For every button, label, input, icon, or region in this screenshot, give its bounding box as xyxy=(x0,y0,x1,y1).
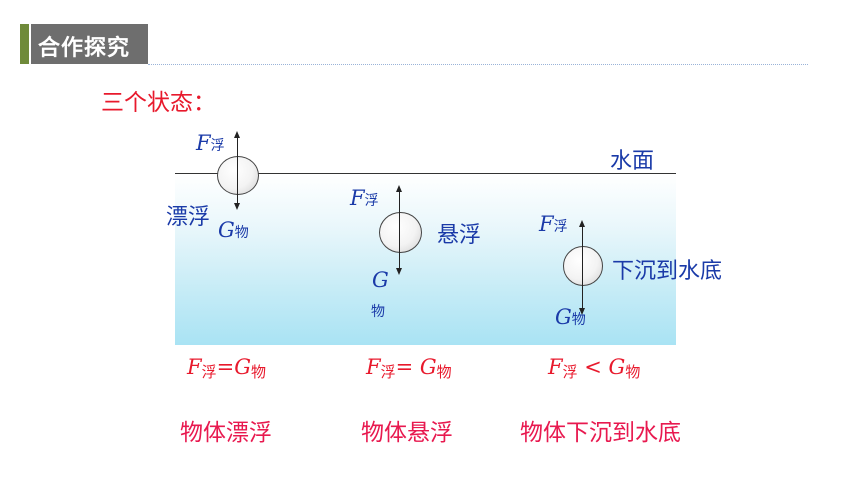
suspended-gravity-sub: 物 xyxy=(371,304,385,320)
suspended-buoyancy-label: F浮 xyxy=(350,186,379,210)
water-surface-label: 水面 xyxy=(610,149,655,174)
sinking-gravity-label: G物 xyxy=(555,305,586,329)
suspended-force-line xyxy=(399,192,400,270)
header-tab xyxy=(31,24,148,64)
suspended-gravity-arrow xyxy=(396,268,402,275)
sinking-caption: 物体下沉到水底 xyxy=(520,420,681,446)
page-title: 合作探究 xyxy=(38,36,131,61)
floating-force-line xyxy=(237,138,238,204)
sinking-equation: F浮 < G物 xyxy=(548,355,641,381)
water-surface-line xyxy=(175,173,676,174)
suspended-equation: F浮= G物 xyxy=(366,355,452,381)
suspended-ball xyxy=(379,212,422,253)
floating-buoyancy-arrow xyxy=(234,131,240,138)
suspended-state-label: 悬浮 xyxy=(437,223,482,248)
floating-gravity-label: G物 xyxy=(218,218,249,242)
sinking-ball xyxy=(563,246,603,286)
header-divider xyxy=(148,64,808,65)
floating-caption: 物体漂浮 xyxy=(180,420,272,446)
suspended-caption: 物体悬浮 xyxy=(361,420,453,446)
floating-equation: F浮=G物 xyxy=(187,355,266,381)
subtitle: 三个状态： xyxy=(101,90,216,116)
sinking-buoyancy-arrow xyxy=(579,220,585,227)
floating-buoyancy-label: F浮 xyxy=(196,131,225,155)
floating-state-label: 漂浮 xyxy=(166,205,211,230)
sinking-state-label: 下沉到水底 xyxy=(612,259,723,284)
suspended-buoyancy-arrow xyxy=(396,185,402,192)
sinking-buoyancy-label: F浮 xyxy=(539,212,568,236)
floating-gravity-arrow xyxy=(234,203,240,210)
sinking-force-line xyxy=(582,227,583,310)
floating-ball xyxy=(217,156,259,195)
sinking-gravity-arrow xyxy=(579,308,585,315)
suspended-gravity-symbol: G xyxy=(372,268,389,292)
header-accent-bar xyxy=(20,24,29,64)
